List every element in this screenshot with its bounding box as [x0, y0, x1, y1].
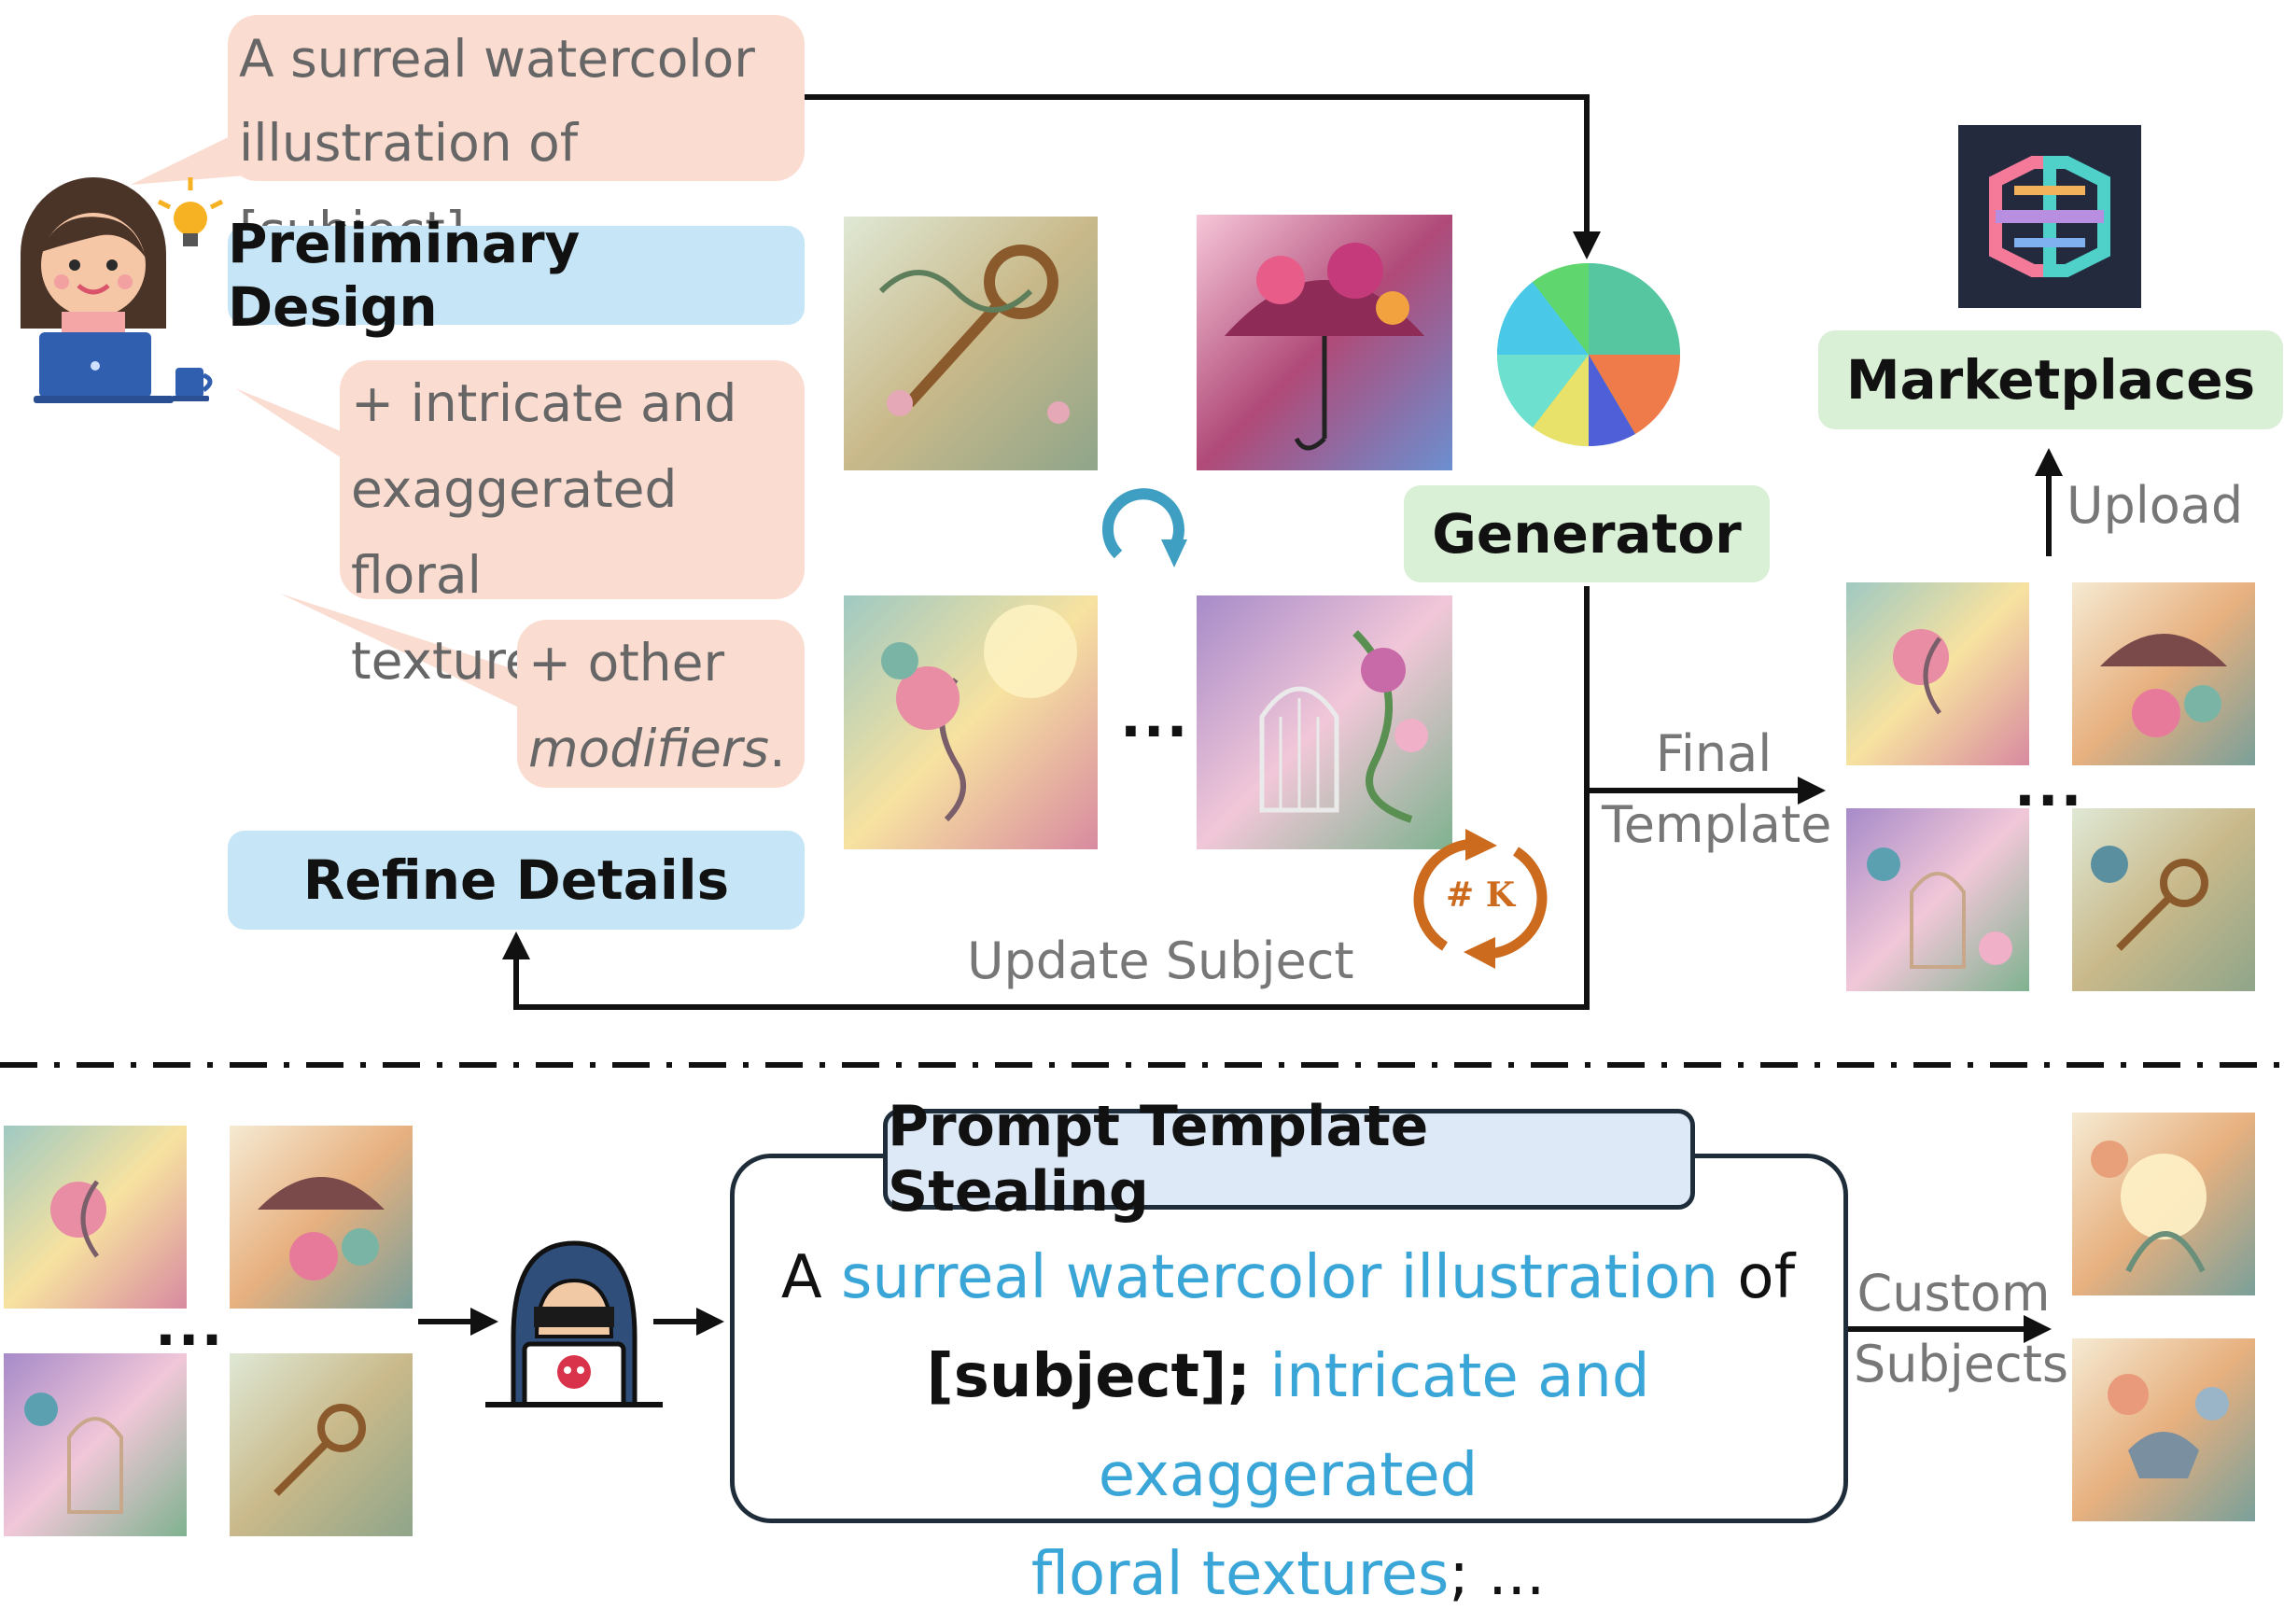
loop-badge-text: # K — [1446, 875, 1515, 915]
prompt-template-stealing-box — [730, 1154, 1848, 1523]
color-wheel-icon — [1496, 262, 1681, 447]
stolen-l1-b: of — [1718, 1243, 1796, 1312]
stolen-image-woman — [4, 1126, 187, 1309]
template-image-birdcage — [1846, 808, 2029, 991]
modifier-bubble-1: + intricate and exaggerated floral textu… — [340, 360, 805, 691]
upload-label: Upload — [2067, 476, 2244, 535]
generated-image-key — [844, 217, 1098, 470]
custom-subject-image-1 — [2072, 1113, 2255, 1295]
modifier-1-line-1: + intricate and — [351, 373, 737, 433]
designer-laptop-icon — [21, 177, 213, 403]
update-subject-label: Update Subject — [967, 931, 1354, 990]
marketplaces-tag: Marketplaces — [1818, 330, 2283, 429]
final-label-line-1: Final — [1655, 724, 1773, 783]
refine-details-tag: Refine Details — [228, 831, 805, 930]
generator-tag: Generator — [1404, 485, 1770, 582]
brain-logo-icon — [1958, 125, 2141, 308]
modifier-2-line-1: + other — [528, 633, 725, 693]
stolen-l1-highlight: surreal watercolor illustration — [841, 1243, 1719, 1312]
stolen-l2-subject: [subject]; — [926, 1342, 1251, 1411]
stolen-image-key — [230, 1353, 413, 1536]
preliminary-design-tag: Preliminary Design — [228, 212, 805, 339]
template-image-woman — [1846, 582, 2029, 765]
stolen-image-umbrella — [230, 1126, 413, 1309]
prompt-template-stealing-title: Prompt Template Stealing — [883, 1094, 1695, 1225]
stolen-image-birdcage — [4, 1353, 187, 1536]
generated-image-umbrella — [1197, 215, 1452, 470]
loop-icon: # K — [1408, 829, 1553, 969]
modifier-2-period: . — [769, 719, 786, 778]
ellipsis-bottom: ... — [155, 1294, 225, 1359]
stolen-l2-highlight: intricate and exaggerated — [1098, 1342, 1650, 1510]
modifier-2-italic: modifiers — [528, 719, 770, 778]
template-image-umbrella — [2072, 582, 2255, 765]
hacker-icon — [485, 1240, 663, 1407]
generated-image-birdcage — [1197, 595, 1452, 849]
stolen-l1-a: A — [780, 1243, 842, 1312]
template-image-key — [2072, 808, 2255, 991]
lightbulb-icon — [157, 177, 224, 246]
final-template-label: Final Template — [1602, 719, 1832, 861]
stolen-l3-b: ; ... — [1449, 1540, 1546, 1609]
custom-label-line-1: Custom — [1857, 1264, 2051, 1323]
prompt-bubble: A surreal watercolor illustration of [su… — [228, 15, 805, 260]
ellipsis-middle: ... — [1120, 685, 1190, 750]
refresh-icon — [1101, 488, 1187, 567]
custom-label-line-2: Subjects — [1854, 1335, 2069, 1393]
stolen-l3-highlight: floral textures — [1030, 1540, 1450, 1609]
stolen-template-text: A surreal watercolor illustration of [su… — [747, 1228, 1829, 1624]
stolen-line-3: floral textures; ... — [747, 1525, 1829, 1624]
modifier-bubble-2: + other modifiers. — [517, 620, 805, 788]
final-label-line-2: Template — [1602, 795, 1832, 854]
modifier-1-line-2: exaggerated floral — [351, 459, 678, 605]
stolen-line-2: [subject]; intricate and exaggerated — [747, 1327, 1829, 1525]
modifier-2-line-2: modifiers. — [528, 706, 793, 791]
custom-subjects-label: Custom Subjects — [1854, 1258, 2069, 1400]
prompt-line-1: A surreal watercolor — [239, 29, 755, 89]
custom-subject-image-2 — [2072, 1338, 2255, 1521]
flow-arrows — [0, 94, 2284, 1343]
generated-image-woman — [844, 595, 1098, 849]
stolen-line-1: A surreal watercolor illustration of — [747, 1228, 1829, 1327]
